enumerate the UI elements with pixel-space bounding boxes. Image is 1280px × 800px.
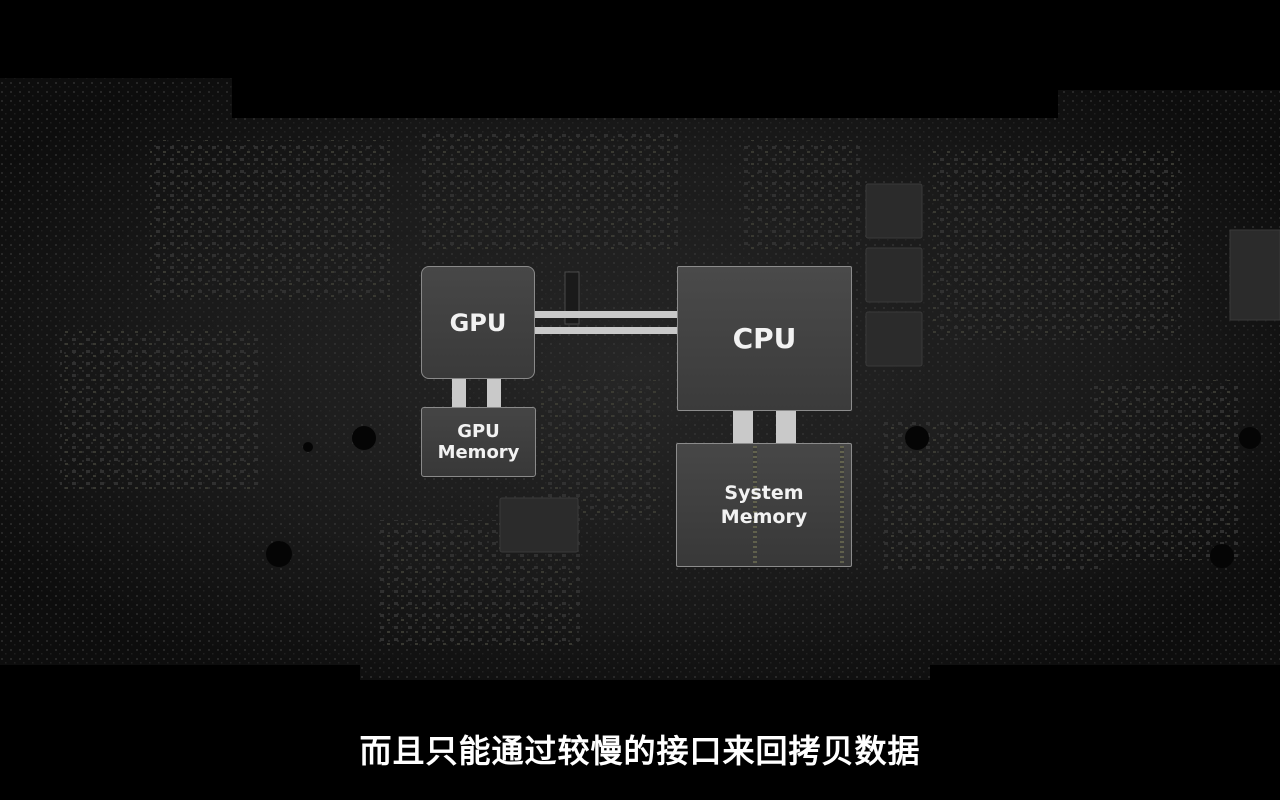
cpu-memory-bus-left	[733, 411, 753, 443]
gpu-memory-bus-right	[487, 379, 501, 407]
cpu-label: CPU	[732, 322, 797, 355]
gpu-label: GPU	[449, 308, 507, 337]
video-subtitle: 而且只能通过较慢的接口来回拷贝数据	[359, 732, 921, 770]
gpu-block: GPU	[421, 266, 535, 379]
memory-stripe-left	[753, 446, 757, 564]
cpu-memory-bus-right	[776, 411, 796, 443]
memory-stripe-right	[840, 446, 844, 564]
gpu-memory-label: GPU Memory	[438, 421, 520, 463]
gpu-memory-label-line2: Memory	[437, 442, 520, 463]
gpu-memory-label-line1: GPU	[457, 421, 500, 442]
system-memory-label-line1: System	[724, 482, 804, 504]
system-memory-label: System Memory	[721, 481, 807, 529]
gpu-cpu-bus-bottom	[535, 327, 677, 334]
system-memory-block: System Memory	[676, 443, 852, 567]
gpu-memory-block: GPU Memory	[421, 407, 536, 477]
gpu-memory-bus-left	[452, 379, 466, 407]
cpu-block: CPU	[677, 266, 852, 411]
gpu-cpu-bus-top	[535, 311, 677, 318]
system-memory-label-line2: Memory	[720, 506, 808, 528]
